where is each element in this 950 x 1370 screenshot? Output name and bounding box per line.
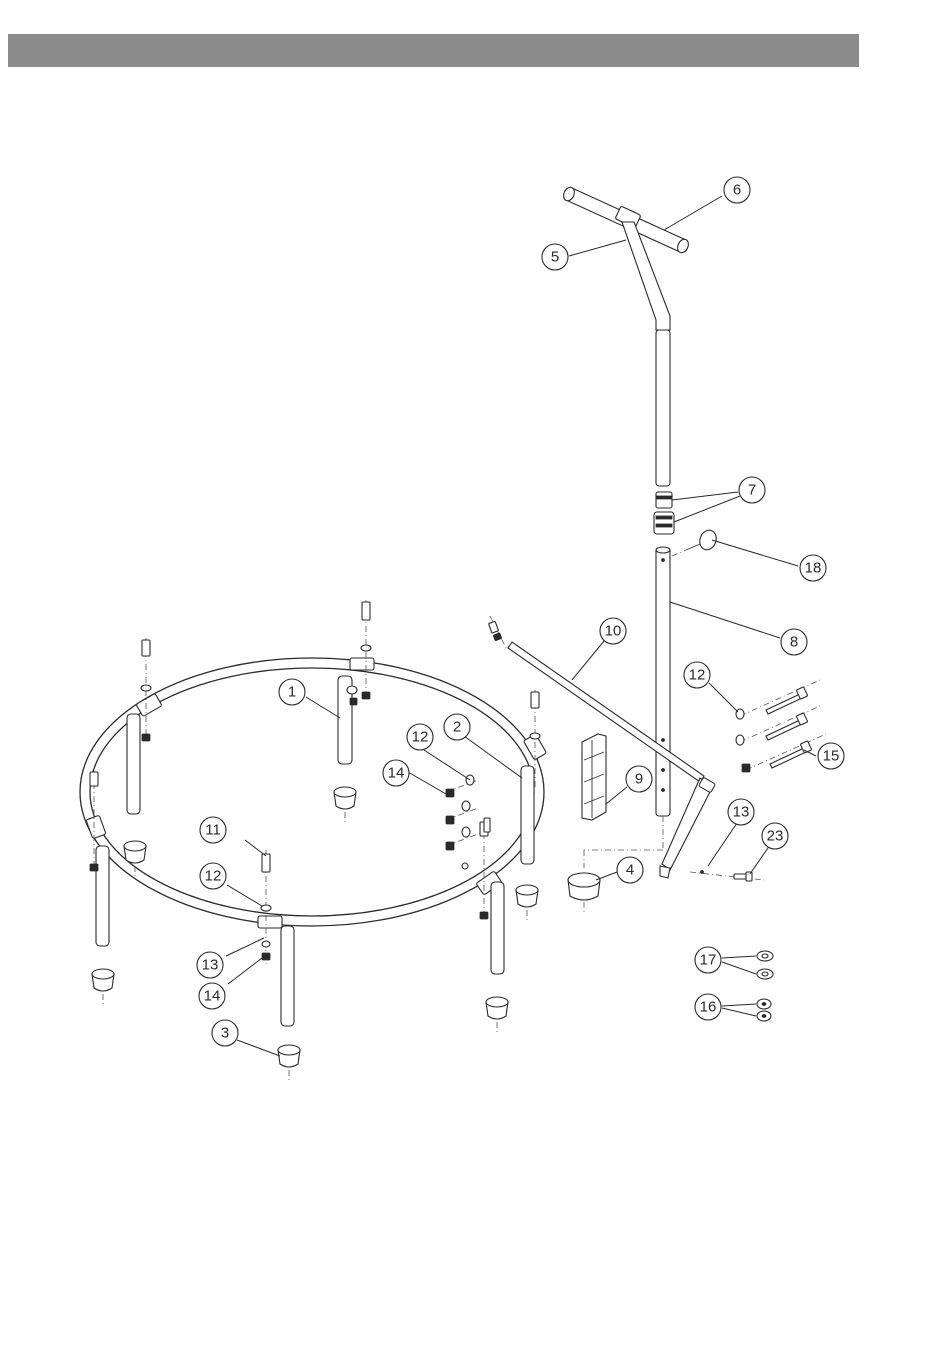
- callout-12-center: 12: [407, 724, 433, 750]
- bracket-part-9: [582, 734, 606, 820]
- callout-23: 23: [762, 823, 788, 849]
- callout-label: 10: [605, 623, 622, 640]
- callout-label: 4: [626, 862, 634, 879]
- callout-label: 17: [700, 952, 717, 969]
- callout-13-right: 13: [728, 799, 754, 825]
- callout-15: 15: [818, 743, 844, 769]
- callout-label: 2: [453, 719, 461, 736]
- callout-label: 23: [767, 828, 784, 845]
- callout-9: 9: [626, 766, 652, 792]
- callout-10: 10: [600, 618, 626, 644]
- callout-18: 18: [800, 555, 826, 581]
- callout-label: 9: [635, 771, 643, 788]
- callout-2: 2: [444, 714, 470, 740]
- leg-caps: [92, 787, 538, 1080]
- ring-fasteners: [90, 600, 540, 966]
- callout-1: 1: [279, 679, 305, 705]
- callout-16: 16: [695, 994, 721, 1020]
- callout-14-center: 14: [383, 760, 409, 786]
- callout-label: 7: [748, 482, 756, 499]
- callout-6: 6: [724, 177, 750, 203]
- callout-8: 8: [781, 629, 807, 655]
- callout-14-ring: 14: [199, 983, 225, 1009]
- callout-label: 11: [205, 822, 221, 839]
- callout-label: 18: [805, 560, 822, 577]
- callout-3: 3: [212, 1020, 238, 1046]
- callout-label: 3: [221, 1025, 229, 1042]
- callout-5: 5: [542, 244, 568, 270]
- callout-17: 17: [695, 947, 721, 973]
- callout-label: 5: [551, 249, 559, 266]
- callout-7: 7: [739, 477, 765, 503]
- callout-label: 12: [412, 729, 429, 746]
- callout-label: 1: [288, 684, 296, 701]
- bolt-part-23: [690, 871, 764, 882]
- washers-16-17: [757, 951, 773, 1021]
- callout-label: 14: [388, 765, 405, 782]
- callout-label: 12: [689, 667, 706, 684]
- callout-label: 12: [205, 868, 222, 885]
- callout-label: 13: [202, 957, 219, 974]
- bolts-part-15: [736, 680, 826, 772]
- callout-label: 16: [700, 999, 717, 1016]
- callout-label: 8: [790, 634, 798, 651]
- callout-12-right: 12: [684, 662, 710, 688]
- callout-label: 14: [204, 988, 221, 1005]
- leader-lines: [226, 196, 816, 1056]
- callout-12-ring: 12: [200, 863, 226, 889]
- callout-4: 4: [617, 857, 643, 883]
- callout-11: 11: [200, 817, 226, 843]
- callout-label: 6: [733, 182, 741, 199]
- post-cap-part-4: [568, 873, 600, 912]
- callout-13-ring: 13: [197, 952, 223, 978]
- callout-label: 15: [823, 748, 840, 765]
- frame-ring: [80, 658, 547, 928]
- callout-label: 13: [733, 804, 750, 821]
